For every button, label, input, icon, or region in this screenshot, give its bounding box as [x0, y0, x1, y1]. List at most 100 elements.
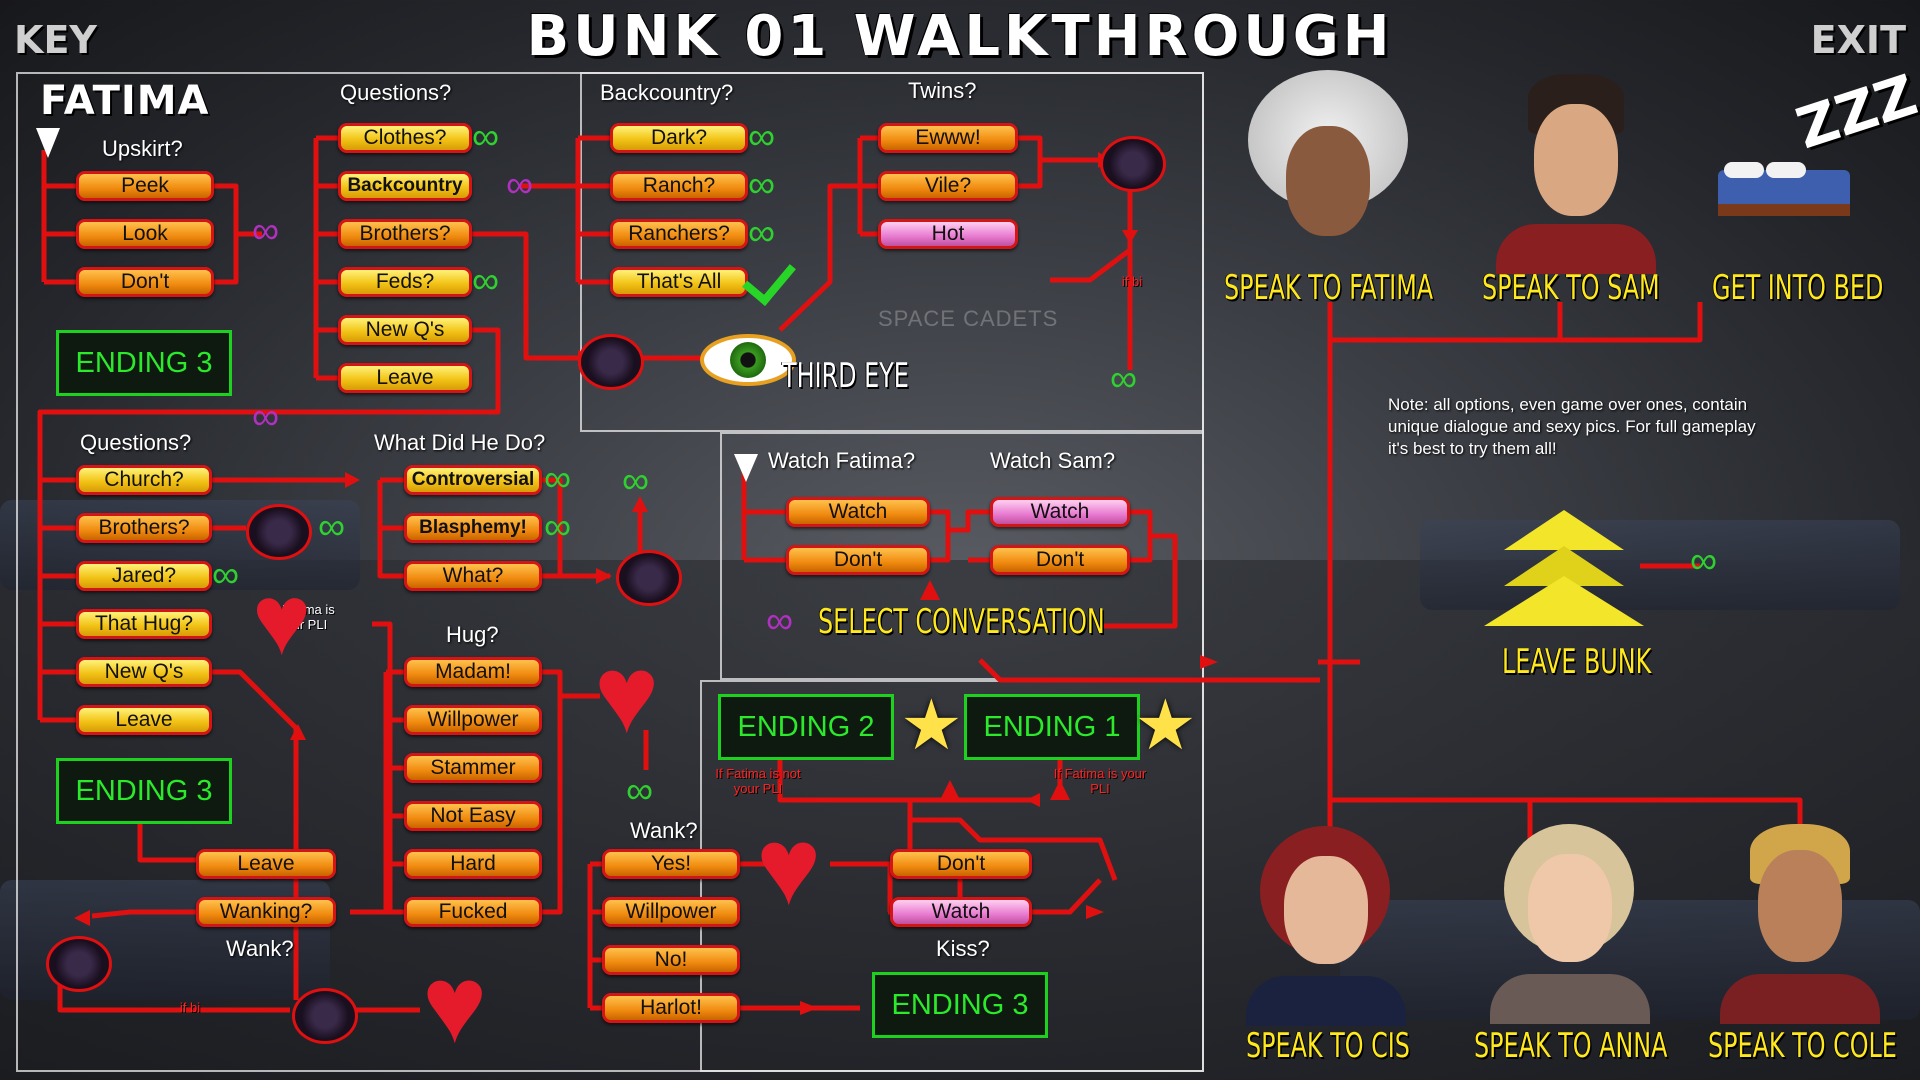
leave-bunk-label[interactable]: LEAVE BUNK: [1502, 642, 1652, 682]
get-into-bed-label[interactable]: GET INTO BED: [1712, 268, 1884, 308]
option-madam[interactable]: Madam!: [404, 657, 542, 687]
speak-to-fatima-label[interactable]: SPEAK TO FATIMA: [1224, 268, 1434, 308]
option-brothers-1[interactable]: Brothers?: [338, 219, 472, 249]
infinity-icon: ∞: [622, 460, 650, 502]
exit-button[interactable]: EXIT: [1810, 18, 1906, 62]
page-title: BUNK 01 WALKTHROUGH: [526, 4, 1394, 69]
option-wanking[interactable]: Wanking?: [196, 897, 336, 927]
sam-portrait[interactable]: [1486, 74, 1666, 274]
brain-icon: [1100, 136, 1166, 192]
option-ewww[interactable]: Ewww!: [878, 123, 1018, 153]
speak-to-sam-label[interactable]: SPEAK TO SAM: [1482, 268, 1660, 308]
option-new-qs-1[interactable]: New Q's: [338, 315, 472, 345]
option-dont-kiss[interactable]: Don't: [890, 849, 1032, 879]
brain-icon: [616, 550, 682, 606]
header-questions-2: Questions?: [80, 430, 192, 455]
infinity-icon: ∞: [766, 600, 794, 642]
eye-icon: [700, 334, 796, 386]
header-wank-top: Wank?: [630, 818, 698, 843]
panel-frame-watch: [720, 432, 1204, 680]
option-watch-fatima[interactable]: Watch: [786, 497, 930, 527]
option-fucked[interactable]: Fucked: [404, 897, 542, 927]
heart-icon: ♥: [756, 805, 822, 928]
option-willpower-hug[interactable]: Willpower: [404, 705, 542, 735]
infinity-icon: ∞: [748, 116, 776, 158]
option-jared[interactable]: Jared?: [76, 561, 212, 591]
option-stammer[interactable]: Stammer: [404, 753, 542, 783]
option-ranchers[interactable]: Ranchers?: [610, 219, 748, 249]
option-dont[interactable]: Don't: [76, 267, 214, 297]
option-new-qs-2[interactable]: New Q's: [76, 657, 212, 687]
option-church[interactable]: Church?: [76, 465, 212, 495]
start-arrow-icon: [734, 454, 758, 482]
anna-portrait[interactable]: [1490, 824, 1650, 1024]
infinity-icon: ∞: [318, 506, 346, 548]
option-leave-2[interactable]: Leave: [76, 705, 212, 735]
speak-to-anna-label[interactable]: SPEAK TO ANNA: [1474, 1026, 1668, 1066]
infinity-icon: ∞: [472, 260, 500, 302]
option-dark[interactable]: Dark?: [610, 123, 748, 153]
option-backcountry[interactable]: Backcountry: [338, 171, 472, 201]
option-peek[interactable]: Peek: [76, 171, 214, 201]
option-clothes[interactable]: Clothes?: [338, 123, 472, 153]
header-twins: Twins?: [908, 78, 977, 103]
infinity-icon: ∞: [1110, 358, 1138, 400]
option-brothers-2[interactable]: Brothers?: [76, 513, 212, 543]
note-text: Note: all options, even game over ones, …: [1388, 395, 1756, 458]
leave-chevrons-icon[interactable]: [1484, 510, 1644, 626]
speak-to-cole-label[interactable]: SPEAK TO COLE: [1708, 1026, 1897, 1066]
header-hug: Hug?: [446, 622, 499, 647]
condition-if-bi-bottom: if bi: [179, 1000, 201, 1015]
condition-not-pli: If Fatima is not your PLI: [715, 766, 801, 796]
option-ranch[interactable]: Ranch?: [610, 171, 748, 201]
option-watch-kiss[interactable]: Watch: [890, 897, 1032, 927]
infinity-icon: ∞: [252, 210, 280, 252]
third-eye-label: THIRD EYE: [782, 356, 909, 396]
condition-heart-pli: If Fatima is your PLI: [271, 602, 335, 632]
option-that-hug[interactable]: That Hug?: [76, 609, 212, 639]
option-yes[interactable]: Yes!: [602, 849, 740, 879]
option-vile[interactable]: Vile?: [878, 171, 1018, 201]
infinity-icon: ∞: [212, 554, 240, 596]
fatima-portrait[interactable]: [1238, 70, 1418, 270]
header-what-did-he-do: What Did He Do?: [374, 430, 546, 455]
option-harlot[interactable]: Harlot!: [602, 993, 740, 1023]
bed-icon[interactable]: [1718, 154, 1850, 224]
option-willpower-wank[interactable]: Willpower: [602, 897, 740, 927]
option-hot[interactable]: Hot: [878, 219, 1018, 249]
ending-3-top: ENDING 3: [56, 330, 232, 396]
ending-3-bottom: ENDING 3: [872, 972, 1048, 1038]
option-not-easy[interactable]: Not Easy: [404, 801, 542, 831]
heart-icon: ♥: [594, 633, 660, 756]
infinity-icon: ∞: [748, 212, 776, 254]
brain-icon: [46, 936, 112, 992]
infinity-icon: ∞: [748, 164, 776, 206]
option-hard[interactable]: Hard: [404, 849, 542, 879]
option-feds[interactable]: Feds?: [338, 267, 472, 297]
option-blasphemy[interactable]: Blasphemy!: [404, 513, 542, 543]
condition-is-pli: If Fatima is your PLI: [1053, 766, 1147, 796]
option-controversial[interactable]: Controversial: [404, 465, 542, 495]
option-leave-1[interactable]: Leave: [338, 363, 472, 393]
infinity-icon: ∞: [1690, 540, 1718, 582]
key-button[interactable]: KEY: [14, 18, 97, 62]
option-leave-3[interactable]: Leave: [196, 849, 336, 879]
header-upskirt: Upskirt?: [102, 136, 183, 161]
speak-to-cis-label[interactable]: SPEAK TO CIS: [1246, 1026, 1410, 1066]
header-wank-bottom: Wank?: [226, 936, 294, 961]
option-dont-watch-sam[interactable]: Don't: [990, 545, 1130, 575]
cole-portrait[interactable]: [1720, 824, 1880, 1024]
option-watch-sam[interactable]: Watch: [990, 497, 1130, 527]
option-thats-all[interactable]: That's All: [610, 267, 748, 297]
header-kiss: Kiss?: [936, 936, 990, 961]
infinity-icon: ∞: [626, 770, 654, 812]
option-what[interactable]: What?: [404, 561, 542, 591]
cis-portrait[interactable]: [1246, 826, 1406, 1026]
option-look[interactable]: Look: [76, 219, 214, 249]
watermark-logo: SPACE CADETS: [878, 306, 1059, 331]
brain-icon: [246, 504, 312, 560]
select-conversation-label: SELECT CONVERSATION: [818, 602, 1105, 642]
option-dont-watch-fatima[interactable]: Don't: [786, 545, 930, 575]
option-no[interactable]: No!: [602, 945, 740, 975]
condition-if-bi-top: if bi: [1121, 274, 1143, 289]
